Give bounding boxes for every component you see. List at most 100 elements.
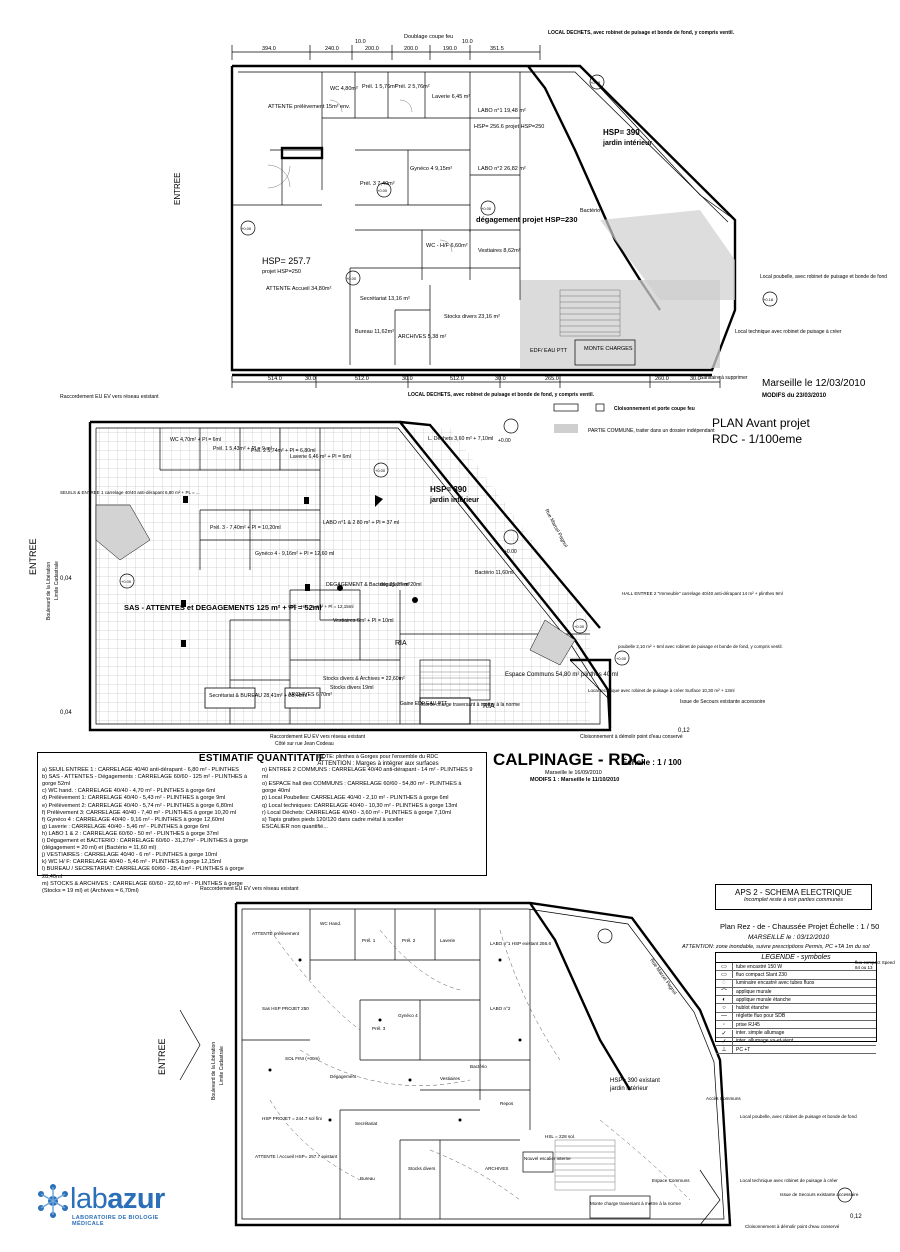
dim-bottom-4: 30.0	[402, 376, 413, 382]
calpinage-title: CALPINAGE - RDC	[493, 750, 645, 769]
entree-label: ENTREE	[173, 173, 182, 205]
legend-row: ▭tube encastré 150 W	[716, 963, 876, 972]
elec-hsp-390: HSP= 390 existant	[610, 1078, 660, 1084]
elec-hsp-sas: Sas HSP PROJET 250	[262, 1006, 309, 1011]
legend-partie-commune: PARTIE COMMUNE, traiter dans un dossier …	[588, 428, 715, 434]
elec-stocks: Stocks divers	[408, 1166, 436, 1171]
calp-secretariat: Secrétariat & BUREAU 28,41m² + 28,40ml	[209, 693, 307, 699]
legend-symbol-icon: ◦	[716, 1021, 733, 1029]
elec-bd-liberation: Boulevard de la Libération	[211, 1042, 217, 1100]
estimatif-line: (dégagement = 20 ml) et (Bactério = 11,6…	[42, 845, 157, 852]
legend-row: —réglette fluo pour SDB	[716, 1012, 876, 1022]
dim-bottom-8: 260.0	[655, 376, 669, 382]
calp-level-4: +0.00	[574, 624, 585, 629]
legend-symbol-icon: ○	[716, 1004, 733, 1012]
estimatif-line: e) Prélèvement 2: CARRELAGE 40/40 - 5,74…	[42, 802, 233, 809]
calp-level-6: +0.00	[504, 549, 517, 555]
room-prel-2: Prél. 2 5,76m²	[395, 84, 430, 90]
elec-attente: ATTENTE prélèvement	[252, 931, 300, 936]
room-secretariat: Secrétariat 13,16 m²	[360, 296, 410, 302]
legend-label: fluo compact Slant 230	[736, 971, 787, 978]
calp-wc: WC 4,70m² + Pl = 6ml	[170, 437, 221, 443]
elec-prel-3: Prél. 3	[372, 1026, 386, 1031]
level-mark-1: +0.00	[241, 226, 252, 231]
elec-degagement: Dégagement	[330, 1074, 357, 1079]
estimatif-line: l) BUREAU / SECRETARIAT: CARRELAGE 60/60…	[42, 866, 244, 880]
plan-1-floor-plan	[230, 45, 778, 388]
elec-attention: ATTENTION: zone inondable, suivre prescr…	[681, 944, 870, 950]
legend-symbol-icon: ✓	[716, 1037, 733, 1045]
calp-jardin: jardin intérieur	[429, 497, 479, 504]
elec-laverie: Laverie	[440, 938, 456, 943]
estimatif-quantitatif: ESTIMATIF QUANTITATIF NOTE: plinthes à G…	[37, 752, 487, 894]
level-mark-6: +0.18	[763, 297, 774, 302]
legend-label: hublot étanche	[736, 1005, 769, 1012]
calp-prel-2: Prél. 2 5,74m² + Pl = 6,80ml	[251, 448, 316, 454]
dim-top-1: 394.0	[262, 46, 276, 52]
room-archives: ARCHIVES 5,38 m²	[398, 334, 446, 340]
dim-top-7: 10.0	[462, 39, 473, 45]
elec-acces-communs: Accès Communs	[706, 1096, 741, 1101]
legend-row: ⌒applique murale	[716, 988, 876, 997]
estimatif-line: s) Tapis grattes pieds 120/120 dans cadr…	[262, 816, 404, 823]
aps-title-box: APS 2 - SCHEMA ELECTRIQUE Incomplet rest…	[715, 884, 872, 910]
elec-repos: Repos	[500, 1101, 514, 1106]
legend-rows: ▭tube encastré 150 W▭fluo compact Slant …	[716, 963, 876, 1055]
elec-entree: ENTREE	[157, 1038, 167, 1075]
plan-3-labels: Raccordement EU EV vers réseau existant …	[157, 886, 879, 1229]
estimatif-line: j) VESTIAIRES : CARRELAGE 40/40 - 6 m² -…	[42, 852, 218, 859]
plan2-dechets-note: LOCAL DECHETS, avec robinet de puisage e…	[408, 392, 595, 398]
legend-row: ◌luminaire encastré avec tubes fluos	[716, 979, 876, 988]
legend-symbol-icon: ▭	[716, 971, 733, 979]
calp-degagement-bacterio: DEGAGEMENT & Bactério 31,27 m²	[326, 582, 410, 588]
calp-wchf: W/C - H/F : 6,4m² + Pl = 12,15ml	[288, 604, 354, 609]
plan-2-labels: Raccordement EU EV vers réseau existant …	[28, 392, 811, 783]
legend-symbol-icon: ⊥	[716, 1046, 733, 1054]
elec-attente-accueil: ATTENTE / Accueil HSP= 257.7 existant	[255, 1154, 338, 1159]
level-mark-2: +0.00	[346, 276, 357, 281]
elec-secretariat: Secrétariat	[355, 1121, 378, 1126]
legend-row: ▭fluo compact Slant 230	[716, 971, 876, 980]
calp-stocks-19: Stocks divers 19ml	[330, 685, 374, 691]
legend-label: tube encastré 150 W	[736, 963, 783, 970]
estimatif-line: n) ENTREE 2 COMMUNS : CARRELAGE 40/40 an…	[262, 767, 473, 781]
level-mark-4: +0.00	[481, 206, 492, 211]
elec-secours: Issue de Secours existante accessoire	[780, 1192, 859, 1197]
calp-gyneco: Gynéco 4 - 9,16m² + Pl = 12,60 ml	[255, 551, 334, 557]
elec-espace-communs: Espace Communs	[652, 1178, 690, 1183]
local-poubelle-note: Local poubelle, avec robinet de puisage …	[760, 274, 887, 280]
dim-bottom-6: 30.0	[495, 376, 506, 382]
elec-escalier: Nouvel escalier interne	[524, 1156, 571, 1161]
calp-hall-entree-2: HALL ENTREE 2 "Immeuble" carrelage 40/40…	[622, 591, 783, 596]
calp-poubelle: poubelle 2,10 m² + 6ml avec robinet de p…	[618, 644, 783, 649]
elec-plan-line: Plan Rez - de - Chaussée Projet Échelle …	[720, 922, 879, 931]
elec-legend: LEGENDE - symboles ▭tube encastré 150 W▭…	[715, 952, 877, 1055]
plan-avant-projet-scale: RDC - 1/100eme	[712, 432, 802, 446]
dim-bottom-9: 30.0	[690, 376, 701, 382]
calp-local-dechets: L. Déchets 3,60 m² + 7,10ml	[428, 436, 493, 442]
level-mark-3: +0.00	[377, 188, 388, 193]
dim-bottom-3: 512.0	[355, 376, 369, 382]
calp-sas: SAS - ATTENTES et DEGAGEMENTS 125 m² + P…	[124, 603, 322, 612]
estimatif-line: q) Local techniques: CARRELAGE 40/40 - 1…	[262, 802, 458, 809]
hsp-257: HSP= 257.7	[262, 256, 311, 266]
estimatif-line: f) Prélèvement 3: CARRELAGE 40/40 - 7,40…	[42, 809, 236, 816]
calp-val-1: 0,04	[60, 576, 72, 582]
elec-rue-pagnol: Rue Marcel Pagnol	[648, 958, 677, 996]
calp-local-tech: Local technique avec robinet de puisage …	[588, 688, 734, 693]
estimatif-title: ESTIMATIF QUANTITATIF	[198, 753, 326, 764]
legend-row: ○hublot étanche	[716, 1004, 876, 1013]
dim-bottom-7: 265.0	[545, 376, 559, 382]
calp-monte-charge: Monte charge traversant à mettre à la no…	[421, 702, 520, 708]
elec-local-poubelle: Local poubelle, avec robinet de puisage …	[740, 1114, 857, 1119]
estimatif-note-1: NOTE: plinthes à Gorges pour l'ensemble …	[317, 754, 439, 760]
elec-labo-2: LABO n°2	[490, 1006, 511, 1011]
calp-ria-1: RIA	[395, 640, 407, 647]
estimatif-line: ESCALIER non quantifié...	[262, 823, 328, 830]
elec-gyneco: Gynéco 4	[398, 1013, 418, 1018]
calp-rue-pagnol: Rue Marcel Pagnol	[543, 508, 568, 548]
calpinage-date: Marseille le 16/09/2010	[545, 770, 602, 776]
legend-row: ◐applique murale étanche	[716, 996, 876, 1005]
calp-level-5: +0.00	[616, 656, 627, 661]
calp-val-3: 0,12	[678, 728, 690, 734]
